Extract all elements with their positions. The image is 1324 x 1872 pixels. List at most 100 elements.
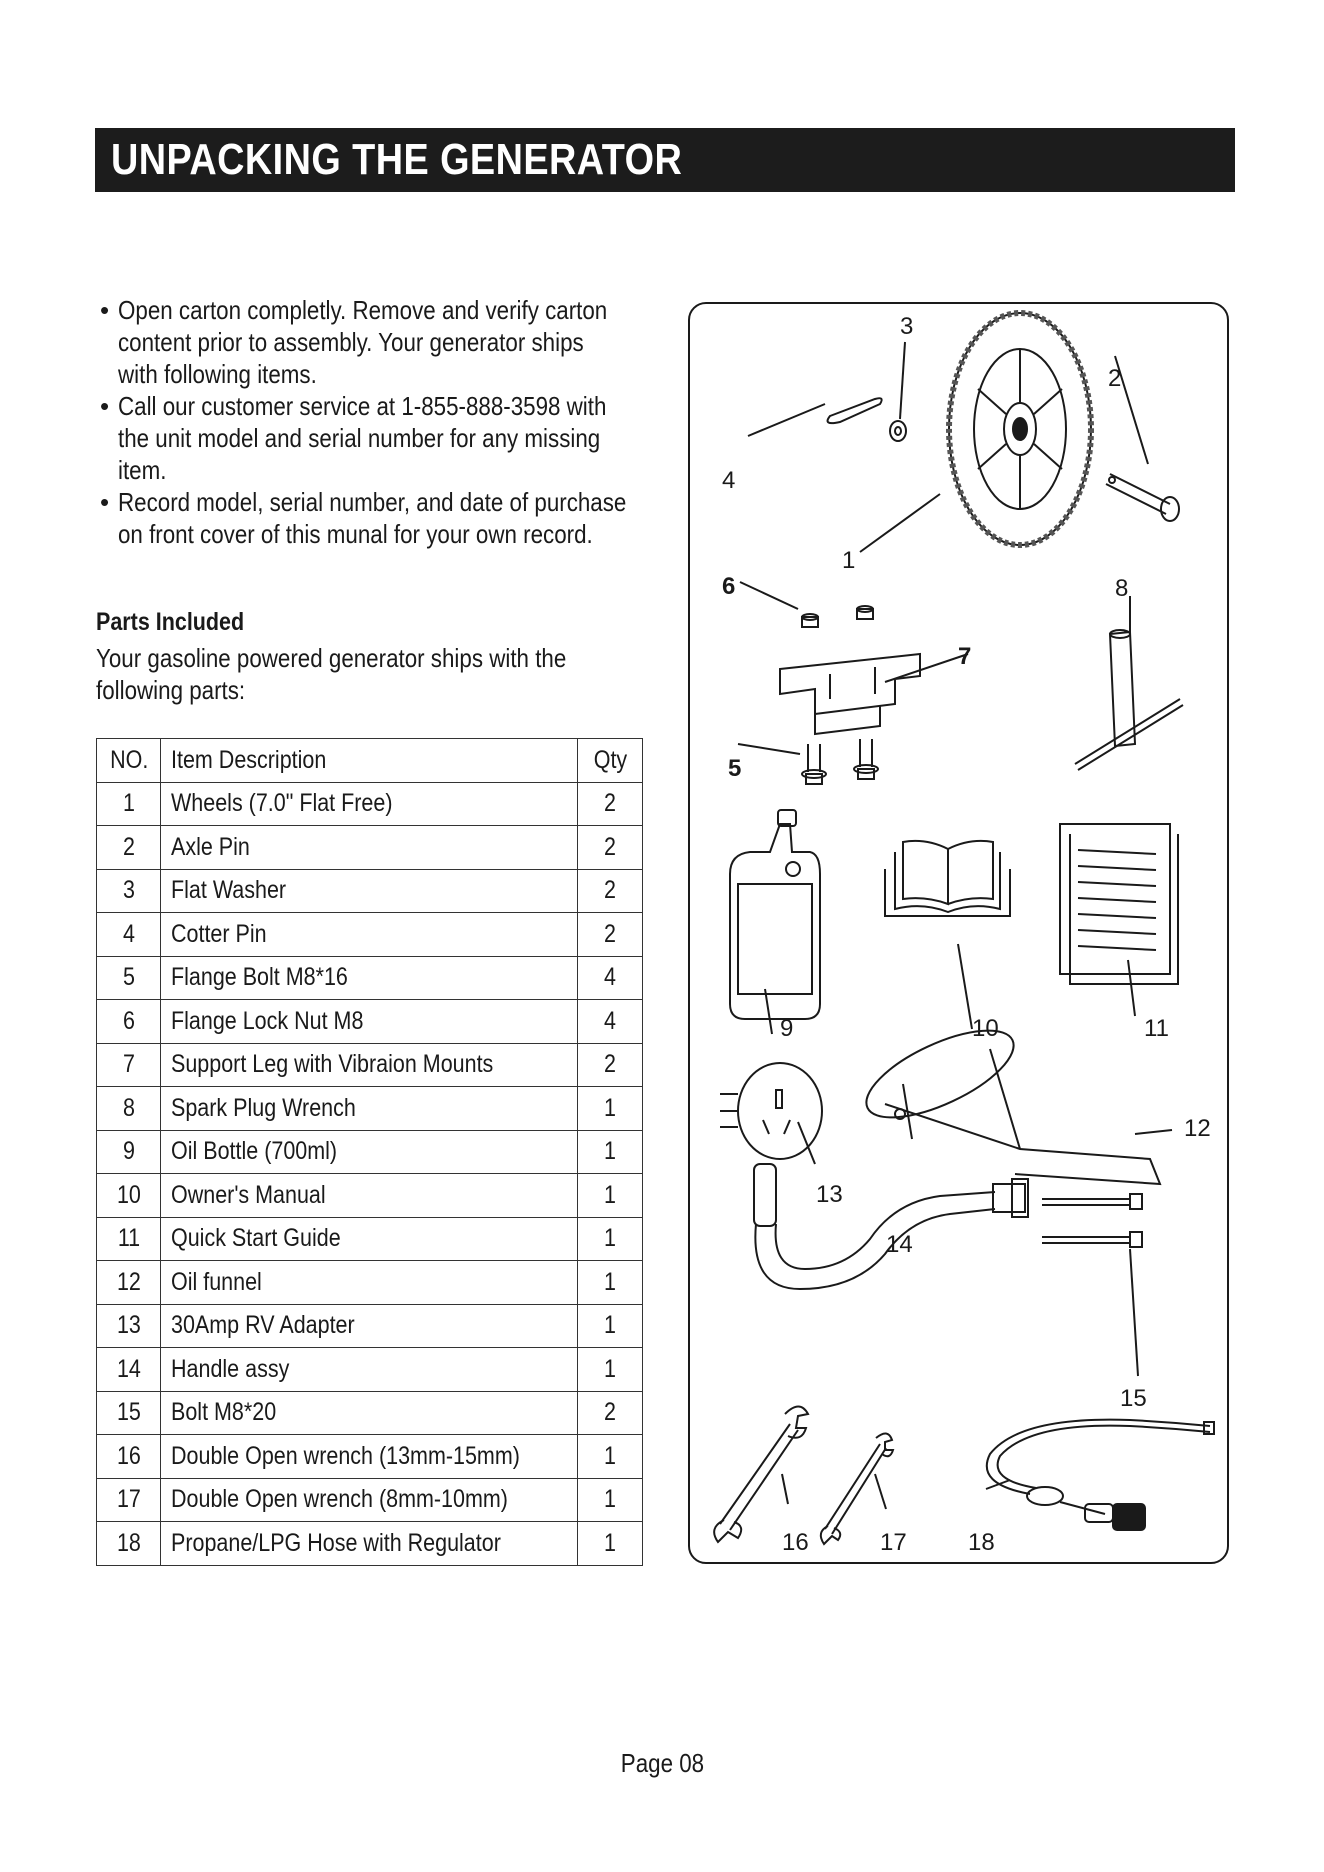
cell-no: 8 (95, 1086, 162, 1131)
cell-description: Flange Bolt M8*16 (160, 955, 579, 1000)
cell-no: 13 (95, 1303, 162, 1348)
instruction-item: • Open carton completly. Remove and veri… (100, 294, 760, 390)
cell-qty: 1 (577, 1129, 643, 1174)
callout-13: 13 (816, 1181, 843, 1208)
cell-qty: 1 (577, 1216, 643, 1261)
bullet-dot: • (100, 391, 110, 421)
callout-10: 10 (972, 1015, 999, 1042)
parts-intro: Your gasoline powered generator ships wi… (96, 642, 796, 706)
parts-intro-line: Your gasoline powered generator ships wi… (96, 643, 567, 673)
lock-nut-icon (801, 605, 874, 628)
callout-12: 12 (1184, 1115, 1211, 1142)
cell-description: Owner's Manual (160, 1173, 579, 1218)
cell-qty: 1 (577, 1173, 643, 1218)
callout-18: 18 (968, 1529, 995, 1556)
cell-description: Support Leg with Vibraion Mounts (160, 1042, 579, 1087)
instruction-item: • Record model, serial number, and date … (100, 486, 760, 550)
callout-3: 3 (900, 313, 913, 340)
cell-description: Oil Bottle (700ml) (160, 1129, 579, 1174)
cell-description: Handle assy (160, 1347, 579, 1392)
cell-qty: 2 (577, 1390, 643, 1435)
flat-washer-icon (889, 420, 907, 442)
instruction-line: on front cover of this munal for your ow… (118, 519, 593, 549)
callout-1: 1 (842, 547, 855, 574)
open-wrench-large-icon (713, 1405, 810, 1544)
parts-intro-line: following parts: (96, 675, 246, 705)
cell-qty: 2 (577, 781, 643, 826)
cell-qty: 2 (577, 1042, 643, 1087)
instruction-line: Record model, serial number, and date of… (118, 487, 627, 517)
cell-description: Flat Washer (160, 868, 579, 913)
cell-description: Quick Start Guide (160, 1216, 579, 1261)
instruction-line: item. (118, 455, 167, 485)
cell-description: Flange Lock Nut M8 (160, 999, 579, 1044)
callout-14: 14 (886, 1231, 913, 1258)
cell-description: Cotter Pin (160, 912, 579, 957)
open-wrench-small-icon (819, 1432, 895, 1546)
cell-qty: 1 (577, 1477, 643, 1522)
bullet-dot: • (100, 487, 110, 517)
cell-description: Double Open wrench (8mm-10mm) (160, 1477, 579, 1522)
cell-no: 12 (95, 1260, 162, 1305)
cell-description: Propane/LPG Hose with Regulator (160, 1521, 579, 1566)
callout-4: 4 (722, 467, 735, 494)
header-qty: Qty (577, 738, 643, 783)
cell-no: 9 (95, 1129, 162, 1174)
callout-5: 5 (728, 755, 741, 782)
cell-description: Double Open wrench (13mm-15mm) (160, 1434, 579, 1479)
bullet-dot: • (100, 295, 110, 325)
handle-icon (753, 1163, 1029, 1291)
cell-no: 5 (95, 955, 162, 1000)
instruction-line: content prior to assembly. Your generato… (118, 327, 584, 357)
cell-no: 15 (95, 1390, 162, 1435)
cell-no: 18 (95, 1521, 162, 1566)
parts-illustration-panel: 3 2 4 1 6 8 7 5 9 10 11 12 13 14 15 16 1… (688, 302, 1229, 1564)
owners-manual-icon (884, 839, 1011, 917)
cell-qty: 1 (577, 1303, 643, 1348)
cell-qty: 1 (577, 1521, 643, 1566)
cotter-pin-icon (826, 397, 883, 425)
instruction-list: • Open carton completly. Remove and veri… (100, 294, 760, 550)
callout-8: 8 (1115, 575, 1128, 602)
cell-no: 7 (95, 1042, 162, 1087)
cell-description: Bolt M8*20 (160, 1390, 579, 1435)
cell-description: Wheels (7.0" Flat Free) (160, 781, 579, 826)
callout-11: 11 (1144, 1015, 1169, 1042)
support-leg-icon (779, 652, 921, 736)
callout-2: 2 (1108, 365, 1121, 392)
table-header-row: NO. Item Description Qty (95, 738, 643, 783)
callout-7: 7 (958, 643, 971, 670)
cell-description: Oil funnel (160, 1260, 579, 1305)
cell-no: 4 (95, 912, 162, 957)
header-description: Item Description (160, 738, 579, 783)
cell-qty: 2 (577, 912, 643, 957)
instruction-line: the unit model and serial number for any… (118, 423, 601, 453)
header-no: NO. (95, 738, 162, 783)
cell-no: 17 (95, 1477, 162, 1522)
instruction-line: with following items. (118, 359, 317, 389)
section-title: UNPACKING THE GENERATOR (111, 135, 683, 184)
flange-bolt-icon (801, 739, 879, 785)
instruction-line: Open carton completly. Remove and verify… (118, 295, 608, 325)
cell-qty: 4 (577, 955, 643, 1000)
section-title-bar: UNPACKING THE GENERATOR (95, 128, 1235, 192)
cell-description: Spark Plug Wrench (160, 1086, 579, 1131)
callout-9: 9 (780, 1015, 793, 1042)
cell-no: 1 (95, 781, 162, 826)
cell-description: Axle Pin (160, 825, 579, 870)
